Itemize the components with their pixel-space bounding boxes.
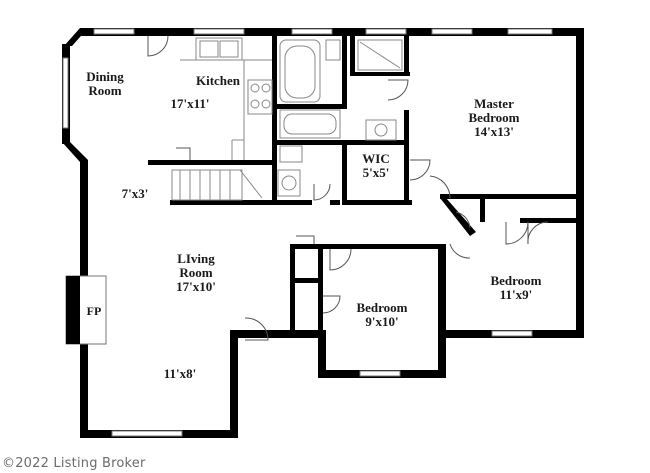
tub-2 <box>279 109 341 139</box>
living-room-label-2: Room <box>179 265 212 280</box>
master-bedroom-size: 14'x13' <box>474 124 514 139</box>
shower <box>357 39 403 71</box>
interior-walls <box>148 36 580 336</box>
fireplace-label: FP <box>87 304 102 318</box>
bath-fixtures <box>277 39 403 197</box>
half-bath-sink <box>277 169 301 197</box>
wic-label: WIC <box>362 151 389 166</box>
toilet-2 <box>279 145 303 163</box>
copyright-watermark: ©2022 Listing Broker <box>2 456 146 471</box>
living-room-label-1: LIving <box>177 251 215 266</box>
toilet <box>325 39 341 61</box>
kitchen-fixtures <box>180 37 273 160</box>
dining-room-label-1: Dining <box>86 69 124 84</box>
vanity-sink <box>365 119 397 141</box>
bedroom3-size: 9'x10' <box>365 314 398 329</box>
doors <box>147 35 549 341</box>
kitchen-label: Kitchen <box>196 73 241 88</box>
bathtub <box>279 39 321 103</box>
dining-room-label-2: Room <box>88 83 121 98</box>
bedroom3-label: Bedroom <box>356 300 407 315</box>
stairs <box>171 169 263 201</box>
room-labels: Dining Room Kitchen 17'x11' Master Bedro… <box>86 69 541 381</box>
bedroom2-size: 11'x9' <box>500 287 533 302</box>
stove <box>247 79 273 115</box>
kitchen-size: 17'x11' <box>170 96 209 111</box>
hall-size: 7'x3' <box>122 186 149 201</box>
master-bedroom-label-1: Master <box>474 96 514 111</box>
wic-size: 5'x5' <box>363 165 390 180</box>
living-room-size: 17'x10' <box>176 279 216 294</box>
windows <box>62 28 553 437</box>
foyer-size: 11'x8' <box>164 366 197 381</box>
fireplace: FP <box>65 275 107 345</box>
master-bedroom-label-2: Bedroom <box>468 110 519 125</box>
bedroom2-label: Bedroom <box>490 273 541 288</box>
